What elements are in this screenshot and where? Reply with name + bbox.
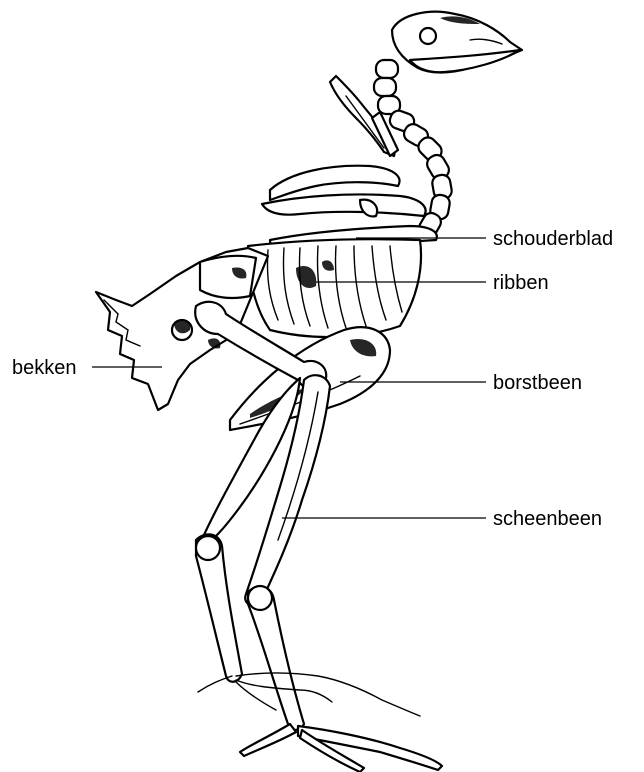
skull	[392, 12, 522, 73]
feet	[198, 673, 442, 772]
rib-cage	[248, 239, 421, 337]
lower-legs	[196, 534, 304, 730]
label-borstbeen: borstbeen	[493, 372, 582, 394]
label-scheenbeen: scheenbeen	[493, 508, 602, 530]
label-bekken: bekken	[12, 357, 77, 379]
label-ribben: ribben	[493, 272, 549, 294]
label-schouderblad: schouderblad	[493, 228, 613, 250]
wing	[262, 76, 426, 216]
